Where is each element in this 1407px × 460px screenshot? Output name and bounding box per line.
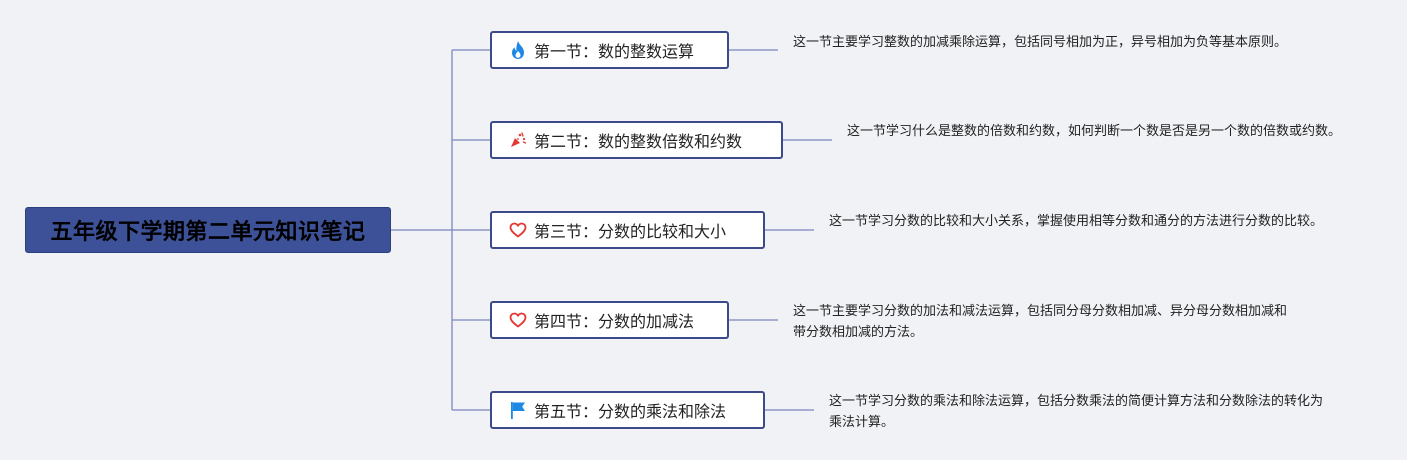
topic-label: 第五节：分数的乘法和除法 xyxy=(534,402,727,421)
party-popper-icon xyxy=(508,130,528,150)
topic-label: 第二节：数的整数倍数和约数 xyxy=(534,132,743,151)
root-title: 五年级下学期第二单元知识笔记 xyxy=(50,220,366,245)
flag-icon xyxy=(508,400,528,420)
heart-icon xyxy=(508,220,528,240)
topic-label: 第四节：分数的加减法 xyxy=(534,312,695,331)
topic-label: 第三节：分数的比较和大小 xyxy=(534,222,727,241)
fire-icon xyxy=(508,40,528,60)
topic-note-5: 这一节学习分数的乘法和除法运算，包括分数乘法的简便计算方法和分数除法的转化为乘法… xyxy=(829,394,1324,430)
topic-section-2[interactable]: 第二节：数的整数倍数和约数 xyxy=(490,121,783,159)
topic-note-4: 这一节主要学习分数的加法和减法运算，包括同分母分数相加减、异分母分数相加减和带分… xyxy=(793,304,1288,340)
root-topic[interactable]: 五年级下学期第二单元知识笔记 xyxy=(25,207,391,253)
topic-section-1[interactable]: 第一节：数的整数运算 xyxy=(490,31,729,69)
heart-icon xyxy=(508,310,528,330)
topic-note-2: 这一节学习什么是整数的倍数和约数，如何判断一个数是否是另一个数的倍数或约数。 xyxy=(847,124,1342,139)
topic-section-3[interactable]: 第三节：分数的比较和大小 xyxy=(490,211,765,249)
topic-section-5[interactable]: 第五节：分数的乘法和除法 xyxy=(490,391,765,429)
topic-note-1: 这一节主要学习整数的加减乘除运算，包括同号相加为正，异号相加为负等基本原则。 xyxy=(793,35,1288,50)
topic-note-3: 这一节学习分数的比较和大小关系，掌握使用相等分数和通分的方法进行分数的比较。 xyxy=(829,214,1324,229)
topic-label: 第一节：数的整数运算 xyxy=(534,42,695,61)
topic-section-4[interactable]: 第四节：分数的加减法 xyxy=(490,301,729,339)
